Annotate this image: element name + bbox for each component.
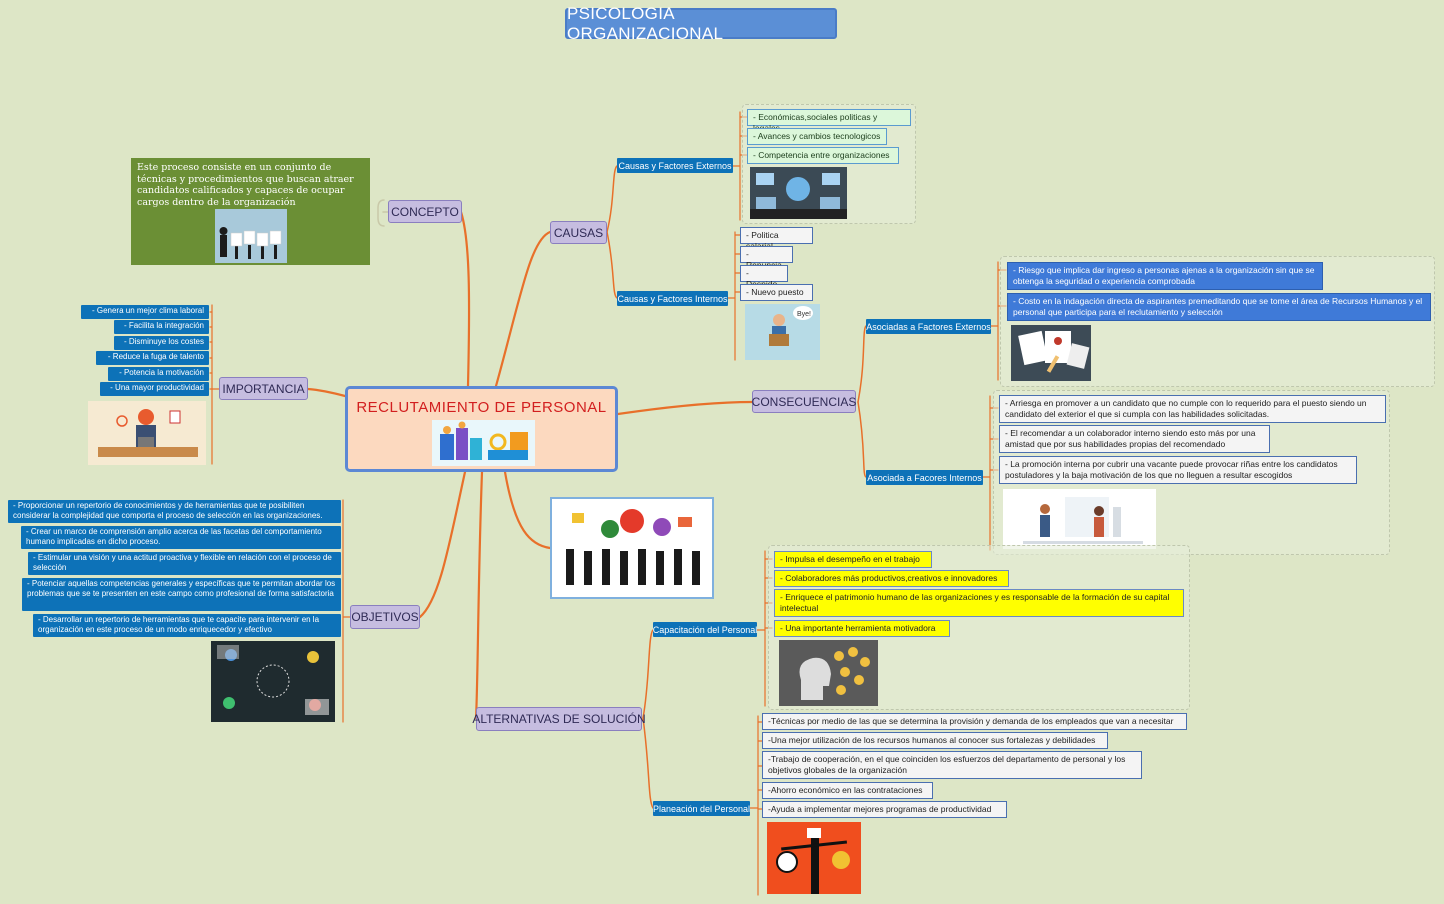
importancia-item[interactable]: - Potencia la motivación: [108, 367, 209, 381]
recruitment-illustration: [432, 420, 535, 466]
consecuencias-externos-item[interactable]: - Riesgo que implica dar ingreso a perso…: [1007, 262, 1323, 290]
central-topic[interactable]: RECLUTAMIENTO DE PERSONAL: [345, 386, 618, 472]
causas-externos-item[interactable]: - Competencia entre organizaciones: [747, 147, 899, 164]
objetivos-item[interactable]: - Estimular una visión y una actitud pro…: [28, 552, 341, 575]
teamwork-illustration: [550, 497, 714, 599]
objetivos-item[interactable]: - Proporcionar un repertorio de conocimi…: [8, 500, 341, 523]
topic-causas[interactable]: CAUSAS: [550, 221, 607, 244]
topic-objetivos[interactable]: OBJETIVOS: [350, 605, 420, 629]
planeacion-item[interactable]: -Técnicas por medio de las que se determ…: [762, 713, 1187, 730]
importancia-item[interactable]: - Una mayor productividad: [100, 382, 209, 396]
planeacion-item[interactable]: -Ayuda a implementar mejores programas d…: [762, 801, 1007, 818]
planeacion-item[interactable]: -Trabajo de cooperación, en el que coinc…: [762, 751, 1142, 779]
causas-internos-illustration: Bye!: [745, 304, 820, 360]
causas-externos-topic[interactable]: Causas y Factores Externos: [617, 158, 733, 173]
importancia-item[interactable]: - Facilita la integración: [114, 320, 209, 334]
topic-importancia[interactable]: IMPORTANCIA: [219, 377, 308, 400]
planeacion-item[interactable]: -Una mejor utilización de los recursos h…: [762, 732, 1108, 749]
causas-internos-item[interactable]: - Renuncia: [740, 246, 793, 270]
consecuencias-externos-topic[interactable]: Asociadas a Factores Externos: [866, 319, 991, 334]
alternativas-capacitacion-topic[interactable]: Capacitación del Personal: [653, 622, 757, 637]
consecuencias-internos-item[interactable]: - El recomendar a un colaborador interno…: [999, 425, 1270, 453]
topic-consecuencias[interactable]: CONSECUENCIAS: [752, 390, 856, 413]
consecuencias-externos-illustration: [1011, 325, 1091, 381]
capacitacion-illustration: [779, 640, 878, 706]
capacitacion-item[interactable]: - Impulsa el desempeño en el trabajo: [774, 551, 932, 568]
alternativas-planeacion-topic[interactable]: Planeación del Personal: [653, 801, 750, 816]
bye-speech-text: Bye!: [797, 311, 811, 318]
causas-internos-item[interactable]: - Politica salarial: [740, 227, 813, 251]
consecuencias-internos-item[interactable]: - La promoción interna por cubrir una va…: [999, 456, 1357, 484]
objetivos-item[interactable]: - Crear un marco de comprensión amplio a…: [21, 526, 341, 549]
importancia-illustration: [88, 401, 206, 465]
topic-alternativas[interactable]: ALTERNATIVAS DE SOLUCIÓN: [472, 707, 646, 731]
importancia-item[interactable]: - Disminuye los costes: [114, 336, 209, 350]
causas-internos-topic[interactable]: Causas y Factores Internos: [617, 291, 728, 306]
importancia-item[interactable]: - Genera un mejor clima laboral: [81, 305, 209, 319]
causas-externos-item[interactable]: - Avances y cambios tecnologicos: [747, 128, 887, 145]
causas-internos-item[interactable]: - Despido: [740, 265, 788, 289]
concept-illustration: [215, 209, 287, 263]
topic-concepto[interactable]: CONCEPTO: [388, 200, 462, 223]
concept-description: Este proceso consiste en un conjunto de …: [137, 162, 354, 208]
central-topic-label: RECLUTAMIENTO DE PERSONAL: [356, 399, 607, 416]
consecuencias-externos-item[interactable]: - Costo en la indagación directa de aspi…: [1007, 293, 1431, 321]
capacitacion-item[interactable]: - Colaboradores más productivos,creativo…: [774, 570, 1009, 587]
objetivos-illustration: [211, 641, 335, 722]
concept-description-box: Este proceso consiste en un conjunto de …: [131, 158, 370, 265]
causas-internos-item[interactable]: - Nuevo puesto: [740, 284, 813, 301]
planeacion-item[interactable]: -Ahorro económico en las contrataciones: [762, 782, 933, 799]
planeacion-illustration: [767, 822, 861, 894]
causas-externos-item[interactable]: - Económicas,sociales politicas y legale…: [747, 109, 911, 133]
objetivos-item[interactable]: - Potenciar aquellas competencias genera…: [22, 578, 341, 611]
capacitacion-item[interactable]: - Enriquece el patrimonio humano de las …: [774, 589, 1184, 617]
importancia-item[interactable]: - Reduce la fuga de talento: [96, 351, 209, 365]
map-title[interactable]: PSICOLOGIA ORGANIZACIONAL: [565, 4, 837, 43]
consecuencias-internos-illustration: [1003, 489, 1156, 549]
consecuencias-internos-item[interactable]: - Arriesga en promover a un candidato qu…: [999, 395, 1386, 423]
consecuencias-internos-topic[interactable]: Asociada a Facores Internos: [866, 470, 983, 485]
objetivos-item[interactable]: - Desarrollar un repertorio de herramien…: [33, 614, 341, 637]
causas-externos-illustration: [750, 167, 847, 219]
capacitacion-item[interactable]: - Una importante herramienta motivadora: [774, 620, 950, 637]
